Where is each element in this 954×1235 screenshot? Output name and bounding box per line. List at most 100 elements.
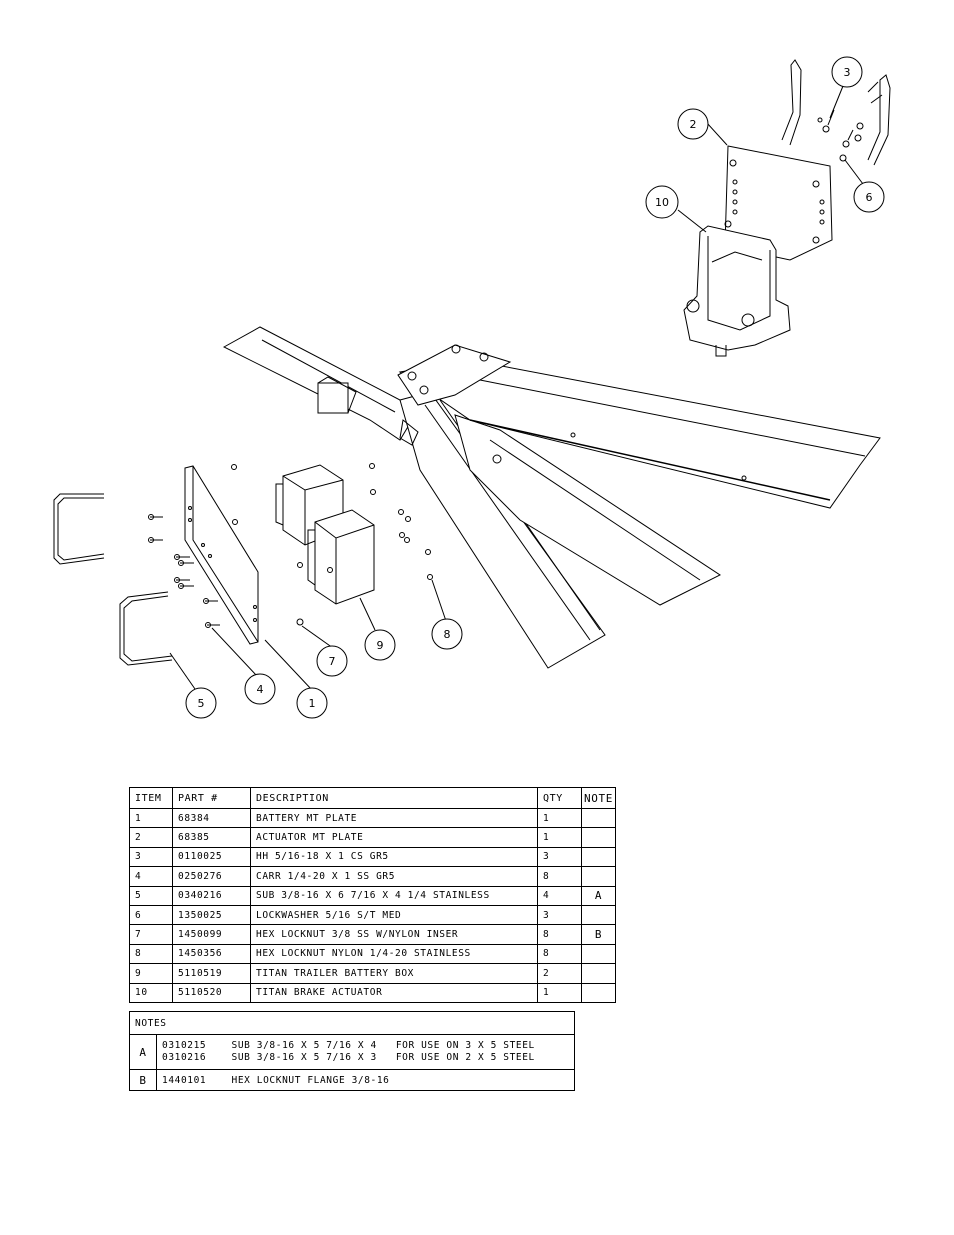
trailer-frame bbox=[222, 326, 881, 669]
callout-2: 2 bbox=[677, 108, 709, 140]
cell-qty: 3 bbox=[537, 904, 582, 926]
cell-item: 4 bbox=[129, 866, 173, 887]
header-part-number: PART # bbox=[172, 787, 251, 809]
cell-part-number: 0340216 bbox=[172, 885, 251, 906]
notes-row-b: B 1440101 HEX LOCKNUT FLANGE 3/8-16 bbox=[129, 1069, 576, 1091]
callout-4: 4 bbox=[244, 673, 276, 705]
parts-table-header: ITEM PART # DESCRIPTION QTY NOTE bbox=[129, 787, 616, 809]
svg-text:4: 4 bbox=[257, 683, 264, 696]
battery-boxes bbox=[275, 464, 375, 605]
callout-7: 7 bbox=[316, 645, 348, 677]
table-row: 7 1450099 HEX LOCKNUT 3/8 SS W/NYLON INS… bbox=[129, 924, 616, 945]
svg-text:8: 8 bbox=[444, 628, 451, 641]
cell-note bbox=[581, 827, 616, 848]
note-text: 0310215 SUB 3/8-16 X 5 7/16 X 4 FOR USE … bbox=[155, 1034, 576, 1070]
table-row: 6 1350025 LOCKWASHER 5/16 S/T MED 3 bbox=[129, 904, 616, 926]
cell-part-number: 1450356 bbox=[172, 943, 251, 965]
parts-list-table: ITEM PART # DESCRIPTION QTY NOTE 1 68384… bbox=[129, 787, 616, 1003]
table-row: 8 1450356 HEX LOCKNUT NYLON 1/4-20 STAIN… bbox=[129, 943, 616, 965]
cell-item: 6 bbox=[129, 904, 173, 926]
cell-description: HH 5/16-18 X 1 CS GR5 bbox=[250, 846, 538, 868]
note-key: B bbox=[129, 1069, 157, 1091]
cell-note bbox=[581, 982, 616, 1003]
table-row: 4 0250276 CARR 1/4-20 X 1 SS GR5 8 bbox=[129, 866, 616, 887]
cell-item: 3 bbox=[129, 846, 173, 868]
u-bolts-upper bbox=[781, 59, 891, 166]
cell-note bbox=[581, 904, 616, 926]
actuator-mount-plate bbox=[724, 145, 833, 261]
callout-5: 5 bbox=[185, 687, 217, 719]
cell-qty: 8 bbox=[537, 866, 582, 887]
svg-text:5: 5 bbox=[198, 697, 205, 710]
cell-part-number: 68384 bbox=[172, 807, 251, 829]
header-description: DESCRIPTION bbox=[250, 787, 538, 809]
cell-qty: 1 bbox=[537, 827, 582, 848]
cell-note: B bbox=[581, 924, 616, 945]
cell-note bbox=[581, 963, 616, 984]
cell-note: A bbox=[581, 885, 616, 906]
leader-lines bbox=[169, 85, 864, 691]
cell-qty: 8 bbox=[537, 924, 582, 945]
battery-mount-plate bbox=[184, 465, 259, 645]
cell-part-number: 68385 bbox=[172, 827, 251, 848]
notes-title-row: NOTES bbox=[128, 1011, 576, 1035]
callout-8: 8 bbox=[431, 618, 463, 650]
callout-1: 1 bbox=[296, 687, 328, 719]
table-row: 1 68384 BATTERY MT PLATE 1 bbox=[129, 807, 616, 829]
cell-part-number: 5110520 bbox=[172, 982, 251, 1003]
svg-text:9: 9 bbox=[377, 639, 384, 652]
cell-description: TITAN TRAILER BATTERY BOX bbox=[250, 963, 538, 984]
table-row: 10 5110520 TITAN BRAKE ACTUATOR 1 bbox=[129, 982, 616, 1003]
table-row: 3 0110025 HH 5/16-18 X 1 CS GR5 3 bbox=[129, 846, 616, 868]
cell-note bbox=[581, 846, 616, 868]
cell-part-number: 5110519 bbox=[172, 963, 251, 984]
cell-item: 2 bbox=[129, 827, 173, 848]
note-key: A bbox=[129, 1034, 157, 1070]
cell-note bbox=[581, 866, 616, 887]
cell-qty: 4 bbox=[537, 885, 582, 906]
cell-description: CARR 1/4-20 X 1 SS GR5 bbox=[250, 866, 538, 887]
cell-qty: 3 bbox=[537, 846, 582, 868]
callout-10: 10 bbox=[645, 185, 679, 219]
cell-qty: 8 bbox=[537, 943, 582, 965]
cell-part-number: 1350025 bbox=[172, 904, 251, 926]
svg-text:10: 10 bbox=[655, 196, 669, 209]
header-note: NOTE bbox=[581, 787, 616, 809]
cell-item: 1 bbox=[129, 807, 173, 829]
cell-description: SUB 3/8-16 X 6 7/16 X 4 1/4 STAINLESS bbox=[250, 885, 538, 906]
hex-nuts bbox=[231, 463, 433, 626]
cell-description: BATTERY MT PLATE bbox=[250, 807, 538, 829]
cell-description: ACTUATOR MT PLATE bbox=[250, 827, 538, 848]
cell-item: 8 bbox=[129, 943, 173, 965]
cell-item: 5 bbox=[129, 885, 173, 906]
brake-actuator bbox=[683, 225, 791, 357]
notes-table: NOTES A 0310215 SUB 3/8-16 X 5 7/16 X 4 … bbox=[128, 1011, 576, 1091]
cell-description: LOCKWASHER 5/16 S/T MED bbox=[250, 904, 538, 926]
cell-part-number: 0250276 bbox=[172, 866, 251, 887]
cell-description: HEX LOCKNUT 3/8 SS W/NYLON INSER bbox=[250, 924, 538, 945]
svg-text:2: 2 bbox=[690, 118, 697, 131]
notes-row-a: A 0310215 SUB 3/8-16 X 5 7/16 X 4 FOR US… bbox=[129, 1034, 576, 1070]
note-line: 0310216 SUB 3/8-16 X 5 7/16 X 3 FOR USE … bbox=[162, 1052, 535, 1063]
svg-text:6: 6 bbox=[866, 191, 873, 204]
header-qty: QTY bbox=[537, 787, 582, 809]
carriage-bolts bbox=[148, 514, 220, 628]
callout-balloons: 2 3 6 10 7 9 8 4 bbox=[185, 56, 885, 719]
header-item: ITEM bbox=[129, 787, 173, 809]
cell-item: 9 bbox=[129, 963, 173, 984]
note-line: 1440101 HEX LOCKNUT FLANGE 3/8-16 bbox=[162, 1074, 390, 1086]
svg-text:3: 3 bbox=[844, 66, 851, 79]
cell-qty: 1 bbox=[537, 807, 582, 829]
table-row: 2 68385 ACTUATOR MT PLATE 1 bbox=[129, 827, 616, 848]
callout-3: 3 bbox=[831, 56, 863, 88]
notes-title: NOTES bbox=[128, 1011, 576, 1035]
cell-part-number: 0110025 bbox=[172, 846, 251, 868]
cell-qty: 2 bbox=[537, 963, 582, 984]
callout-6: 6 bbox=[853, 181, 885, 213]
note-text: 1440101 HEX LOCKNUT FLANGE 3/8-16 bbox=[155, 1069, 576, 1091]
cell-description: TITAN BRAKE ACTUATOR bbox=[250, 982, 538, 1003]
cell-description: HEX LOCKNUT NYLON 1/4-20 STAINLESS bbox=[250, 943, 538, 965]
note-line: 0310215 SUB 3/8-16 X 5 7/16 X 4 FOR USE … bbox=[162, 1040, 535, 1051]
cell-qty: 1 bbox=[537, 982, 582, 1003]
svg-text:7: 7 bbox=[329, 655, 336, 668]
